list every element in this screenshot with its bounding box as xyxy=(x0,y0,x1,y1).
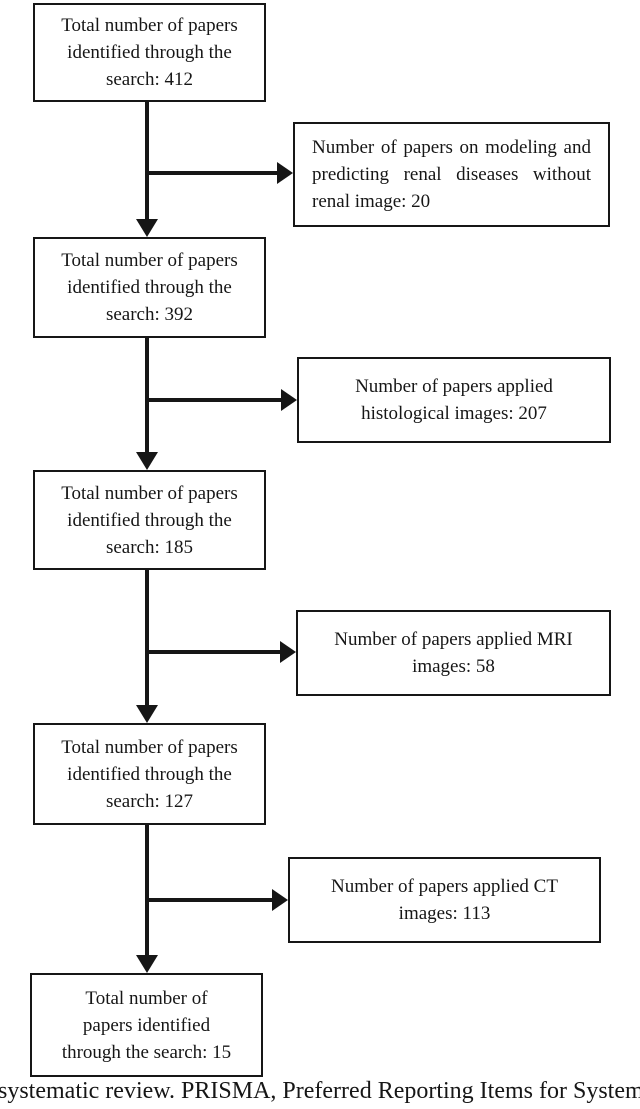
box-text-line: Number of papers applied xyxy=(355,376,553,397)
box-text-line: papers identified xyxy=(82,1014,211,1036)
down-arrowhead-icon xyxy=(136,219,158,237)
down-arrowhead-icon xyxy=(136,452,158,470)
connector-line-branch-1 xyxy=(147,171,277,175)
right-arrowhead-icon xyxy=(272,889,288,911)
box-text-line: search: 127 xyxy=(105,790,194,812)
flow-box-excluded-histological-207: Number of papers applied histological im… xyxy=(297,357,611,443)
box-text-line: Number of papers on modeling and xyxy=(312,137,591,158)
flow-box-excluded-no-renal-image-20: Number of papers on modeling and predict… xyxy=(293,122,610,227)
flow-box-search-392: Total number of papers identified throug… xyxy=(33,237,266,338)
flow-box-search-412: Total number of papers identified throug… xyxy=(33,3,266,102)
box-text-line: Total number of papers xyxy=(61,15,238,36)
down-arrowhead-icon xyxy=(136,705,158,723)
box-text-line: identified through the xyxy=(67,763,232,785)
box-text-line: through the search: 15 xyxy=(61,1041,232,1063)
box-text-line: search: 412 xyxy=(105,69,194,90)
right-arrowhead-icon xyxy=(281,389,297,411)
box-text-line: Total number of papers xyxy=(61,736,238,758)
flow-box-search-127: Total number of papers identified throug… xyxy=(33,723,266,825)
down-arrowhead-icon xyxy=(136,955,158,973)
connector-line-vertical-3 xyxy=(145,570,149,705)
flow-box-excluded-mri-58: Number of papers applied MRI images: 58 xyxy=(296,610,611,696)
box-text-line: predicting renal diseases without xyxy=(312,164,591,185)
figure-caption: systematic review. PRISMA, Preferred Rep… xyxy=(0,1078,640,1104)
connector-line-branch-3 xyxy=(147,650,280,654)
flow-box-search-15: Total number of papers identified throug… xyxy=(30,973,263,1077)
box-text-line: Number of papers applied MRI xyxy=(334,629,573,650)
right-arrowhead-icon xyxy=(277,162,293,184)
connector-line-branch-4 xyxy=(147,898,272,902)
box-text-line: renal image: 20 xyxy=(312,191,431,212)
box-text-line: identified through the xyxy=(67,509,232,531)
box-text-line: Total number of xyxy=(85,987,208,1009)
connector-line-branch-2 xyxy=(147,398,281,402)
box-text-line: images: 113 xyxy=(398,903,491,924)
box-text-line: identified through the xyxy=(67,42,232,63)
right-arrowhead-icon xyxy=(280,641,296,663)
box-text-line: search: 185 xyxy=(105,536,194,558)
box-text-line: Total number of papers xyxy=(61,250,238,271)
box-text-line: Total number of papers xyxy=(61,482,238,504)
box-text-line: identified through the xyxy=(67,277,232,298)
box-text-line: images: 58 xyxy=(412,656,495,677)
box-text-line: search: 392 xyxy=(105,304,194,325)
flow-box-excluded-ct-113: Number of papers applied CT images: 113 xyxy=(288,857,601,943)
box-text-line: Number of papers applied CT xyxy=(331,876,558,897)
connector-line-vertical-1 xyxy=(145,102,149,220)
connector-line-vertical-4 xyxy=(145,825,149,955)
connector-line-vertical-2 xyxy=(145,338,149,452)
flow-box-search-185: Total number of papers identified throug… xyxy=(33,470,266,570)
box-text-line: histological images: 207 xyxy=(361,403,547,424)
